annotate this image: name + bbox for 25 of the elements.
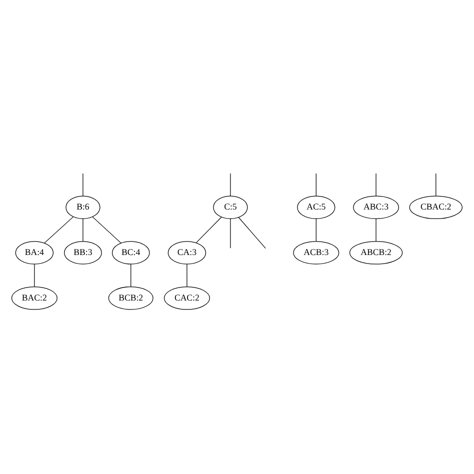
- node-ellipse: ABC:3: [353, 196, 400, 220]
- node-ellipse: ABCB:2: [349, 241, 403, 264]
- node-ellipse: CAC:2: [164, 286, 210, 310]
- connector: [230, 173, 231, 196]
- connector: [34, 264, 35, 288]
- connector: [238, 217, 266, 249]
- node-ellipse: BC:4: [112, 241, 150, 264]
- node-ellipse: CBAC:2: [409, 196, 462, 220]
- node-ellipse: B:6: [66, 196, 100, 220]
- connector: [186, 264, 188, 288]
- connector: [230, 218, 231, 248]
- connector: [82, 173, 84, 196]
- node-ellipse: BA:4: [15, 241, 54, 264]
- connector: [82, 218, 84, 242]
- node-ellipse: BB:3: [64, 241, 102, 264]
- connector: [92, 216, 122, 244]
- node-ellipse: BAC:2: [11, 286, 58, 310]
- node-ellipse: C:5: [213, 196, 248, 220]
- node-ellipse: CA:3: [168, 241, 206, 264]
- node-ellipse: ACB:3: [293, 241, 340, 264]
- node-ellipse: AC:5: [297, 196, 336, 220]
- connector: [196, 216, 222, 243]
- connector: [44, 216, 74, 244]
- connector: [130, 264, 132, 288]
- node-ellipse: BCB:2: [108, 286, 154, 310]
